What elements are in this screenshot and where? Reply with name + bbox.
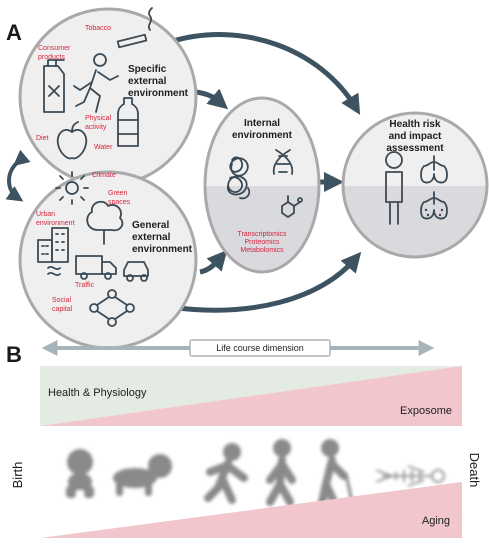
arrow-specific-general-exchange xyxy=(5,149,31,202)
death-label: Death xyxy=(467,453,482,488)
label-urban-environment-line1: Urban xyxy=(36,211,55,218)
dna-helix-icon xyxy=(272,149,294,175)
sun-icon xyxy=(55,171,89,205)
specific-environment-circle: Tobacco Consumer products Physical activ… xyxy=(18,7,198,187)
running-person-icon xyxy=(204,443,248,504)
label-climate: Climate xyxy=(92,172,116,179)
aging-band: Aging xyxy=(40,482,462,538)
specific-title-line3: environment xyxy=(128,88,189,99)
general-title-line2: external xyxy=(132,232,171,243)
health-physiology-label: Health & Physiology xyxy=(48,387,147,399)
life-course-arrow: Life course dimension xyxy=(41,339,435,357)
life-course-label: Life course dimension xyxy=(216,343,304,353)
arrow-specific-to-internal xyxy=(195,88,229,110)
arrow-specific-to-health xyxy=(169,32,361,115)
person-icon xyxy=(385,151,403,225)
buildings-icon xyxy=(37,227,69,263)
protein-structure-icon xyxy=(227,156,251,200)
specific-title-line1: Specific xyxy=(128,64,167,75)
runner-icon xyxy=(73,53,119,113)
water-bottle-icon xyxy=(117,97,139,147)
aging-label: Aging xyxy=(422,515,450,527)
birth-label: Birth xyxy=(10,462,25,489)
omics-metabolomics: Metabolomics xyxy=(240,247,284,254)
lungs-icon xyxy=(420,155,448,184)
internal-title-line2: environment xyxy=(232,130,293,141)
label-tobacco: Tobacco xyxy=(85,25,111,32)
tree-icon xyxy=(86,200,124,245)
wind-icon xyxy=(47,265,61,277)
arrow-general-to-health xyxy=(169,251,362,313)
label-green-spaces-line1: Green xyxy=(108,190,128,197)
social-network-icon xyxy=(89,289,135,327)
internal-title-line1: Internal xyxy=(244,118,280,129)
label-green-spaces-line2: spaces xyxy=(108,199,131,206)
apple-icon xyxy=(56,121,88,160)
crawling-child-icon xyxy=(113,454,172,496)
walking-adult-icon xyxy=(266,439,296,506)
life-stage-figures xyxy=(66,439,445,506)
omics-proteomics: Proteomics xyxy=(244,239,280,246)
internal-environment-ellipse: Internal environment Transcriptomics Pro… xyxy=(203,96,321,274)
health-title-line1: Health risk xyxy=(389,119,441,130)
panel-b-label: B xyxy=(6,342,22,367)
cigarette-icon xyxy=(116,7,153,49)
baby-icon xyxy=(66,449,94,498)
label-diet: Diet xyxy=(36,135,49,142)
label-consumer-products-line2: products xyxy=(38,54,65,61)
label-consumer-products-line1: Consumer xyxy=(38,45,71,52)
car-icon xyxy=(123,261,149,282)
elderly-with-cane-icon xyxy=(318,439,354,506)
damaged-lungs-icon xyxy=(420,191,448,220)
specific-title-line2: external xyxy=(128,76,167,87)
general-environment-circle: Climate Green spaces Urban environment T… xyxy=(18,170,198,350)
label-physical-activity-line2: activity xyxy=(85,124,107,131)
exposome-label: Exposome xyxy=(400,405,452,417)
general-title-line3: environment xyxy=(132,244,193,255)
general-title-line1: General xyxy=(132,220,169,231)
arrow-general-to-internal xyxy=(199,249,228,275)
omics-transcriptomics: Transcriptomics xyxy=(237,231,287,238)
truck-icon xyxy=(75,255,117,280)
health-title-line3: assessment xyxy=(386,143,444,154)
label-traffic: Traffic xyxy=(75,282,95,289)
label-social-capital-line2: capital xyxy=(52,306,73,313)
panel-a-label: A xyxy=(6,20,22,45)
label-physical-activity-line1: Physical xyxy=(85,115,112,122)
skeleton-icon xyxy=(375,465,445,487)
label-water: Water xyxy=(94,144,113,151)
label-social-capital-line1: Social xyxy=(52,297,72,304)
spray-bottle-icon xyxy=(43,59,65,113)
health-risk-circle: Health risk and impact assessment xyxy=(341,111,489,259)
label-urban-environment-line2: environment xyxy=(36,220,75,227)
health-exposome-band: Health & Physiology Exposome xyxy=(40,366,462,426)
health-title-line2: and impact xyxy=(389,131,442,142)
molecule-icon xyxy=(281,195,303,218)
